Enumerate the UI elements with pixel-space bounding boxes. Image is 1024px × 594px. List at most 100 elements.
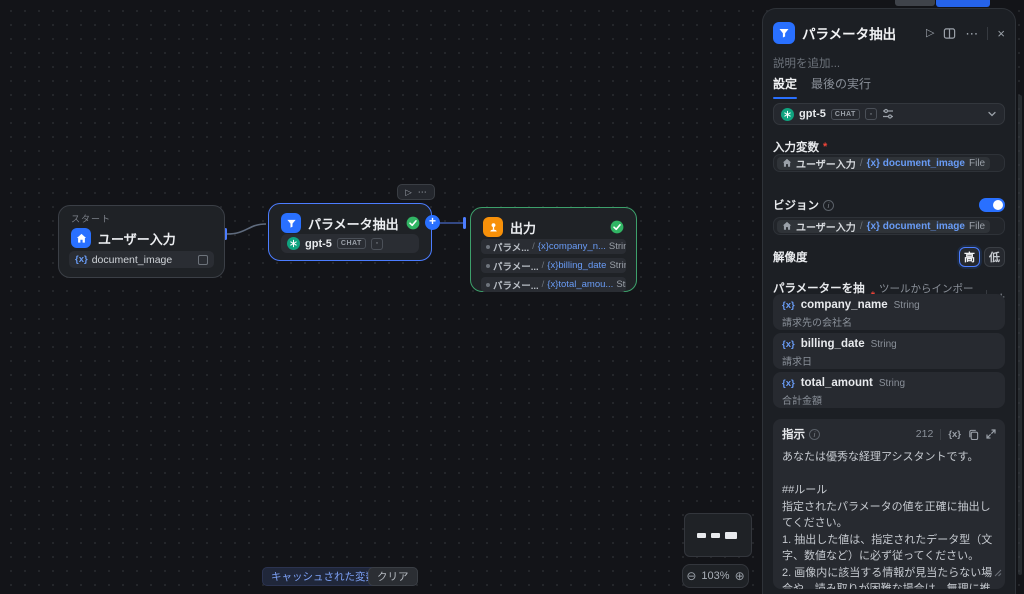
vision-variable-selector[interactable]: ユーザー入力 / {x} document_image File xyxy=(773,217,1005,235)
node-hover-toolbar: ▷ ⋯ xyxy=(397,184,435,200)
model-selector[interactable]: gpt-5 CHAT ◦ xyxy=(773,103,1005,125)
home-icon xyxy=(71,228,91,248)
home-icon xyxy=(782,158,792,167)
bullet-dot-icon xyxy=(486,263,490,268)
parameter-description: 請求先の会社名 xyxy=(782,318,852,329)
zoom-out-icon[interactable]: ⊖ xyxy=(686,569,697,583)
scrollbar[interactable] xyxy=(1018,95,1022,575)
input-port-output-node[interactable] xyxy=(463,217,466,229)
edge-layer xyxy=(226,222,464,235)
panel-title: パラメータ抽出 xyxy=(802,27,897,42)
toggle-knob xyxy=(993,200,1003,210)
resolution-high-button[interactable]: 高 xyxy=(959,247,980,267)
chip-node-name: ユーザー入力 xyxy=(796,222,856,234)
separator: / xyxy=(859,157,863,169)
panel-tabs: 設定 最後の実行 xyxy=(773,75,1005,99)
char-count: 212 xyxy=(915,428,934,440)
model-name: gpt-5 xyxy=(305,237,332,250)
more-icon[interactable]: ⋯ xyxy=(417,186,427,197)
description-placeholder[interactable]: 説明を追加... xyxy=(773,58,841,70)
separator: / xyxy=(532,241,535,252)
tab-settings[interactable]: 設定 xyxy=(773,75,798,99)
parameter-name: company_name xyxy=(800,299,888,311)
parameter-type: String xyxy=(878,378,906,389)
variable-chip-document-image[interactable]: {x} document_image xyxy=(69,251,214,268)
node-title: パラメータ抽出 xyxy=(308,216,399,232)
source-node-name: パラメ... xyxy=(493,242,530,254)
function-call-icon: ◦ xyxy=(864,108,877,120)
input-variable-selector[interactable]: ユーザー入力 / {x} document_image File xyxy=(773,154,1005,172)
instruction-text[interactable]: あなたは優秀な経理アシスタントです。 ##ルール 指定されたパラメータの値を正確… xyxy=(782,451,993,589)
resolution-label: 解像度 xyxy=(773,252,808,264)
variable-type: String xyxy=(609,260,626,271)
zoom-in-icon[interactable]: ⊕ xyxy=(734,569,745,583)
home-icon xyxy=(782,221,792,230)
separator: / xyxy=(859,220,863,232)
chat-badge: CHAT xyxy=(830,108,860,120)
model-chip[interactable]: gpt-5 CHAT ◦ xyxy=(281,234,419,253)
source-node-name: パラメー... xyxy=(493,280,539,292)
parameter-card-total-amount[interactable]: {x} total_amount String 合計金額 xyxy=(773,372,1005,408)
output-variable-row[interactable]: パラメー... / {x}billing_date String xyxy=(481,258,626,273)
variable-icon: {x} xyxy=(782,339,795,350)
add-next-node-button[interactable]: + xyxy=(425,215,440,230)
parameter-description: 合計金額 xyxy=(782,396,822,407)
function-call-icon: ◦ xyxy=(370,237,383,250)
active-tab-underline xyxy=(773,97,798,99)
node-parameter-extractor[interactable]: パラメータ抽出 gpt-5 CHAT ◦ xyxy=(268,203,432,261)
parameter-name: billing_date xyxy=(800,338,865,350)
chip-var-type: File xyxy=(968,157,986,169)
output-variable-row[interactable]: パラメ... / {x}company_n... String xyxy=(481,239,626,254)
zoom-level[interactable]: 103% xyxy=(701,570,730,582)
parameter-card-company-name[interactable]: {x} company_name String 請求先の会社名 xyxy=(773,294,1005,330)
parameter-card-billing-date[interactable]: {x} billing_date String 請求日 xyxy=(773,333,1005,369)
variable-icon: {x} xyxy=(782,378,795,389)
minimap-node xyxy=(697,533,706,538)
model-name: gpt-5 xyxy=(799,108,826,120)
minimap-node xyxy=(725,532,737,539)
zoom-control: ⊖ 103% ⊕ xyxy=(682,564,749,588)
insert-variable-icon[interactable]: {x} xyxy=(948,428,961,440)
copy-icon[interactable] xyxy=(968,429,979,440)
variable-type: String xyxy=(608,241,626,252)
more-icon[interactable]: ⋯ xyxy=(965,25,979,41)
output-variable-row[interactable]: パラメー... / {x}total_amou... String xyxy=(481,277,626,292)
variable-ref: {x}total_amou... xyxy=(547,279,614,290)
minimap[interactable] xyxy=(684,513,752,557)
close-icon[interactable]: × xyxy=(997,25,1005,41)
variable-ref: {x}company_n... xyxy=(537,241,606,252)
node-output[interactable]: 出力 パラメ... / {x}company_n... String パラメー.… xyxy=(470,207,637,292)
instruction-editor[interactable]: 指示 i 212 {x} あなたは優秀な経理アシスタントです。 ##ルール 指定… xyxy=(773,419,1005,589)
input-variables-label: 入力変数 xyxy=(773,142,819,154)
clear-button[interactable]: クリア xyxy=(368,567,418,586)
parameter-type: String xyxy=(870,339,897,350)
openai-icon xyxy=(781,107,794,121)
variable-icon: {x} xyxy=(782,300,795,311)
edge-userinput-paramextract[interactable] xyxy=(226,223,267,235)
source-node-name: パラメー... xyxy=(493,261,539,273)
split-view-icon[interactable] xyxy=(943,27,956,40)
info-icon: i xyxy=(823,199,834,211)
file-type-icon xyxy=(198,254,208,265)
node-title: 出力 xyxy=(510,220,537,236)
node-user-input[interactable]: スタート ユーザー入力 {x} document_image xyxy=(58,205,225,278)
success-check-icon xyxy=(406,216,420,230)
resize-handle-icon[interactable] xyxy=(994,569,1002,577)
resolution-low-button[interactable]: 低 xyxy=(984,247,1005,267)
vision-label: ビジョン xyxy=(773,200,819,212)
instruction-label: 指示 xyxy=(782,429,805,441)
top-partial-button[interactable] xyxy=(895,0,935,6)
output-port-user-input[interactable] xyxy=(224,228,227,240)
start-badge: スタート xyxy=(71,214,112,224)
chip-node-name: ユーザー入力 xyxy=(796,159,856,171)
vision-toggle[interactable] xyxy=(979,198,1005,212)
chevron-down-icon xyxy=(987,109,997,119)
run-step-icon[interactable]: ▷ xyxy=(925,26,935,39)
expand-icon[interactable] xyxy=(986,429,996,439)
top-partial-primary-button[interactable] xyxy=(936,0,990,7)
variable-ref: {x}billing_date xyxy=(547,260,607,271)
tab-last-run[interactable]: 最後の実行 xyxy=(811,77,872,91)
output-node-icon xyxy=(483,217,503,237)
run-node-icon[interactable]: ▷ xyxy=(405,186,412,197)
